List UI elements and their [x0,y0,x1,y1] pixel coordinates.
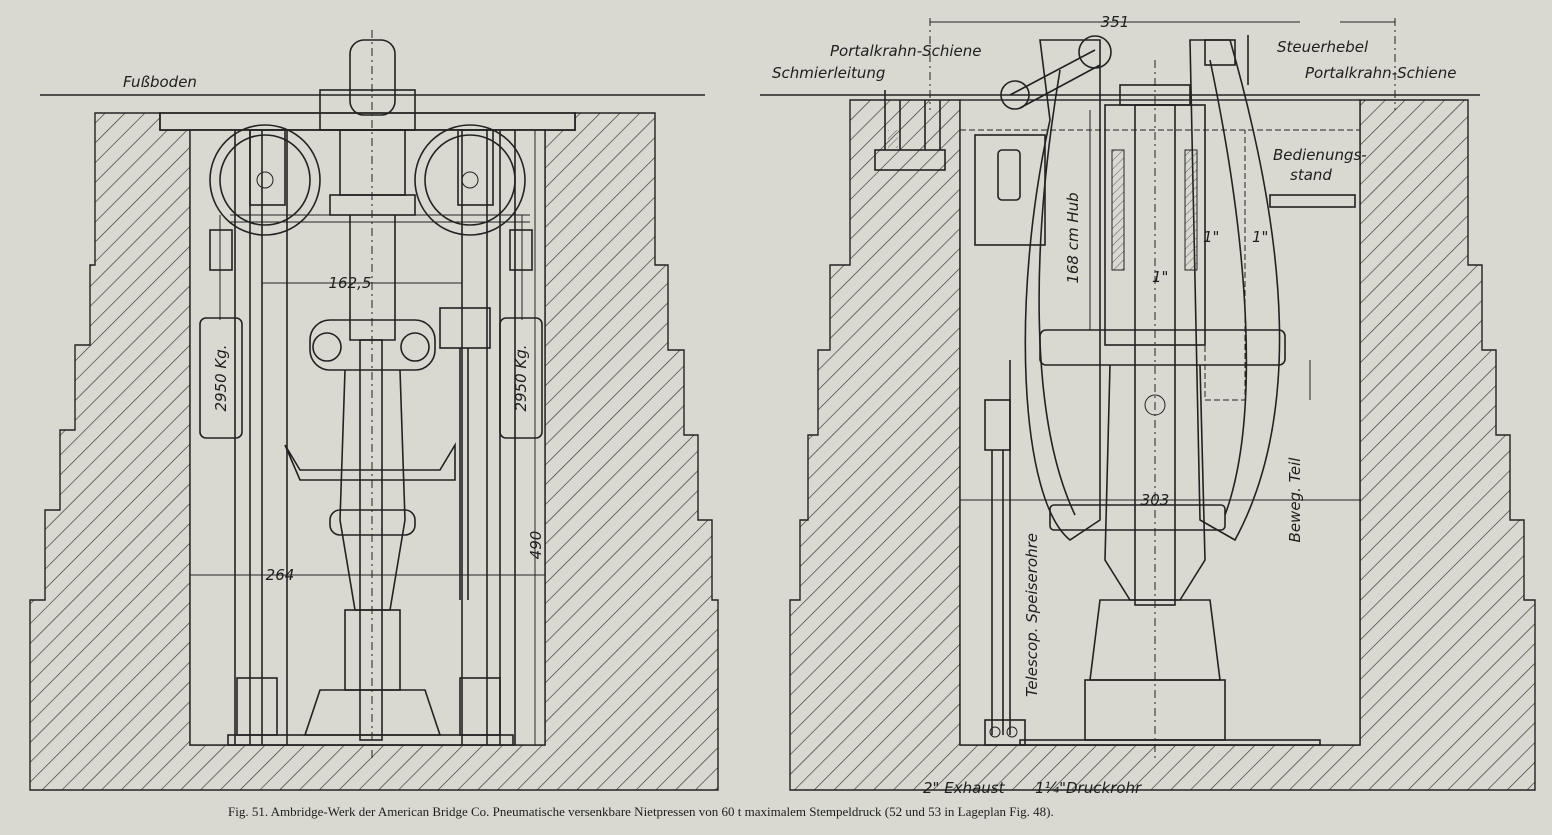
rail-label-right: Portalkrahn-Schiene [1305,64,1457,82]
right-view [760,18,1536,791]
lubrication-label: Schmierleitung [772,64,885,82]
dim-303: 303 [1141,491,1170,509]
floor-label: Fußboden [123,73,197,91]
dim-490: 490 [527,531,545,560]
dim-351: 351 [1101,13,1130,31]
feed-pipes-label: Telescop. Speiserohre [1023,533,1041,697]
press-frame [1024,39,1101,541]
operator-stand-label-1: Bedienungs- [1273,146,1367,164]
dim-162-5: 162,5 [329,274,372,292]
left-view [29,30,719,791]
pressure-pipe-label: 1¼"Druckrohr [1035,779,1142,797]
moving-part-label: Beweg. Teil [1286,457,1304,543]
weight-label-right: 2950 Kg. [512,344,530,411]
stroke-label: 168 cm Hub [1064,192,1082,283]
counterweight-right [499,317,543,439]
exhaust-label: 2" Exhaust [923,779,1006,797]
pipe-label-1: 1" [1152,268,1168,286]
pipe-label-2: 1" [1203,228,1219,246]
counterweight-left [199,317,243,439]
rail-label-left: Portalkrahn-Schiene [830,42,982,60]
control-lever-label: Steuerhebel [1277,38,1369,56]
figure-caption: Fig. 51. Ambridge-Werk der American Brid… [228,804,1054,819]
weight-label-left: 2950 Kg. [212,344,230,411]
operator-stand-label-2: stand [1290,166,1332,184]
pipe-label-3: 1" [1252,228,1268,246]
dim-264: 264 [266,566,295,584]
